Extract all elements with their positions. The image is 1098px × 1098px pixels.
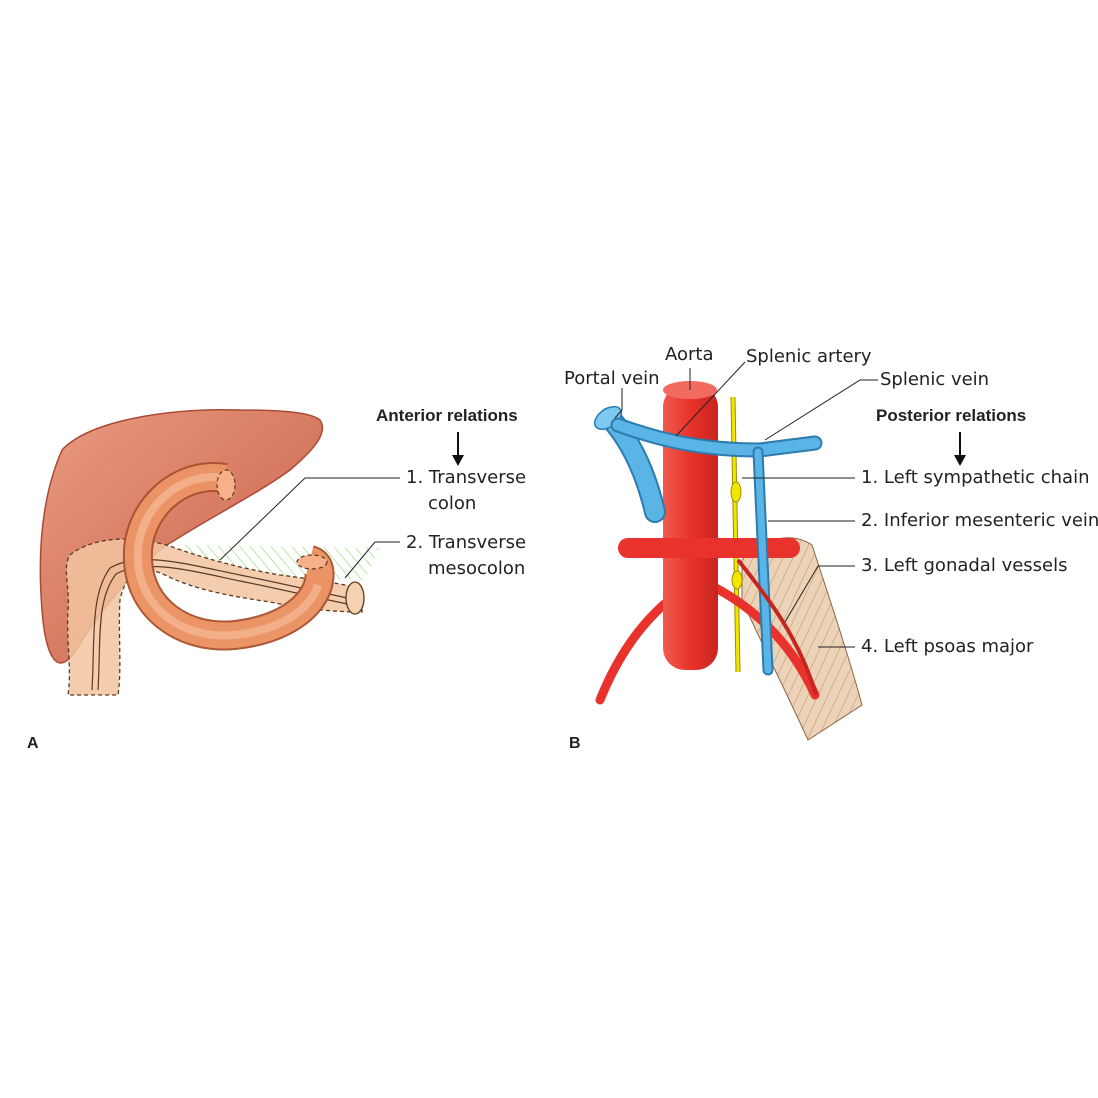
aorta (663, 385, 718, 670)
leader-transverse-colon (219, 477, 400, 561)
label-portal-vein: Portal vein (564, 368, 660, 389)
anterior-relations-heading: Anterior relations (376, 406, 518, 425)
panel-letter-b: B (569, 735, 581, 752)
leader-splenic-artery (675, 361, 746, 437)
label-psoas-major: 4. Left psoas major (861, 636, 1034, 657)
leader-transverse-mesocolon (344, 541, 400, 579)
leader-portal-vein (614, 388, 623, 419)
panel-letter-a: A (27, 735, 39, 752)
label-splenic-artery: Splenic artery (746, 346, 872, 367)
posterior-relations-heading: Posterior relations (876, 406, 1027, 425)
label-sympathetic-chain: 1. Left sympathetic chain (861, 467, 1090, 488)
label-inferior-mesenteric-vein: 2. Inferior mesenteric vein (861, 510, 1098, 531)
renal-arteries (618, 538, 800, 558)
right-common-iliac-artery (705, 580, 820, 700)
label-transverse-mesocolon-line2: mesocolon (428, 558, 526, 579)
panel-b-drawing (593, 361, 966, 741)
arrow-down-icon (954, 455, 966, 466)
label-transverse-colon: 1. Transverse (406, 467, 527, 488)
leader-splenic-vein (764, 379, 878, 441)
label-splenic-vein: Splenic vein (880, 369, 990, 390)
label-transverse-colon-line2: colon (428, 493, 477, 514)
gonadal-vessels (736, 558, 818, 696)
pancreas (65, 538, 363, 696)
panel-a-drawing (39, 409, 464, 696)
label-transverse-mesocolon: 2. Transverse (406, 532, 527, 553)
label-aorta: Aorta (665, 344, 714, 365)
leader-gonadal (784, 565, 855, 623)
arrow-down-icon (452, 455, 464, 466)
label-gonadal-vessels: 3. Left gonadal vessels (861, 555, 1068, 576)
